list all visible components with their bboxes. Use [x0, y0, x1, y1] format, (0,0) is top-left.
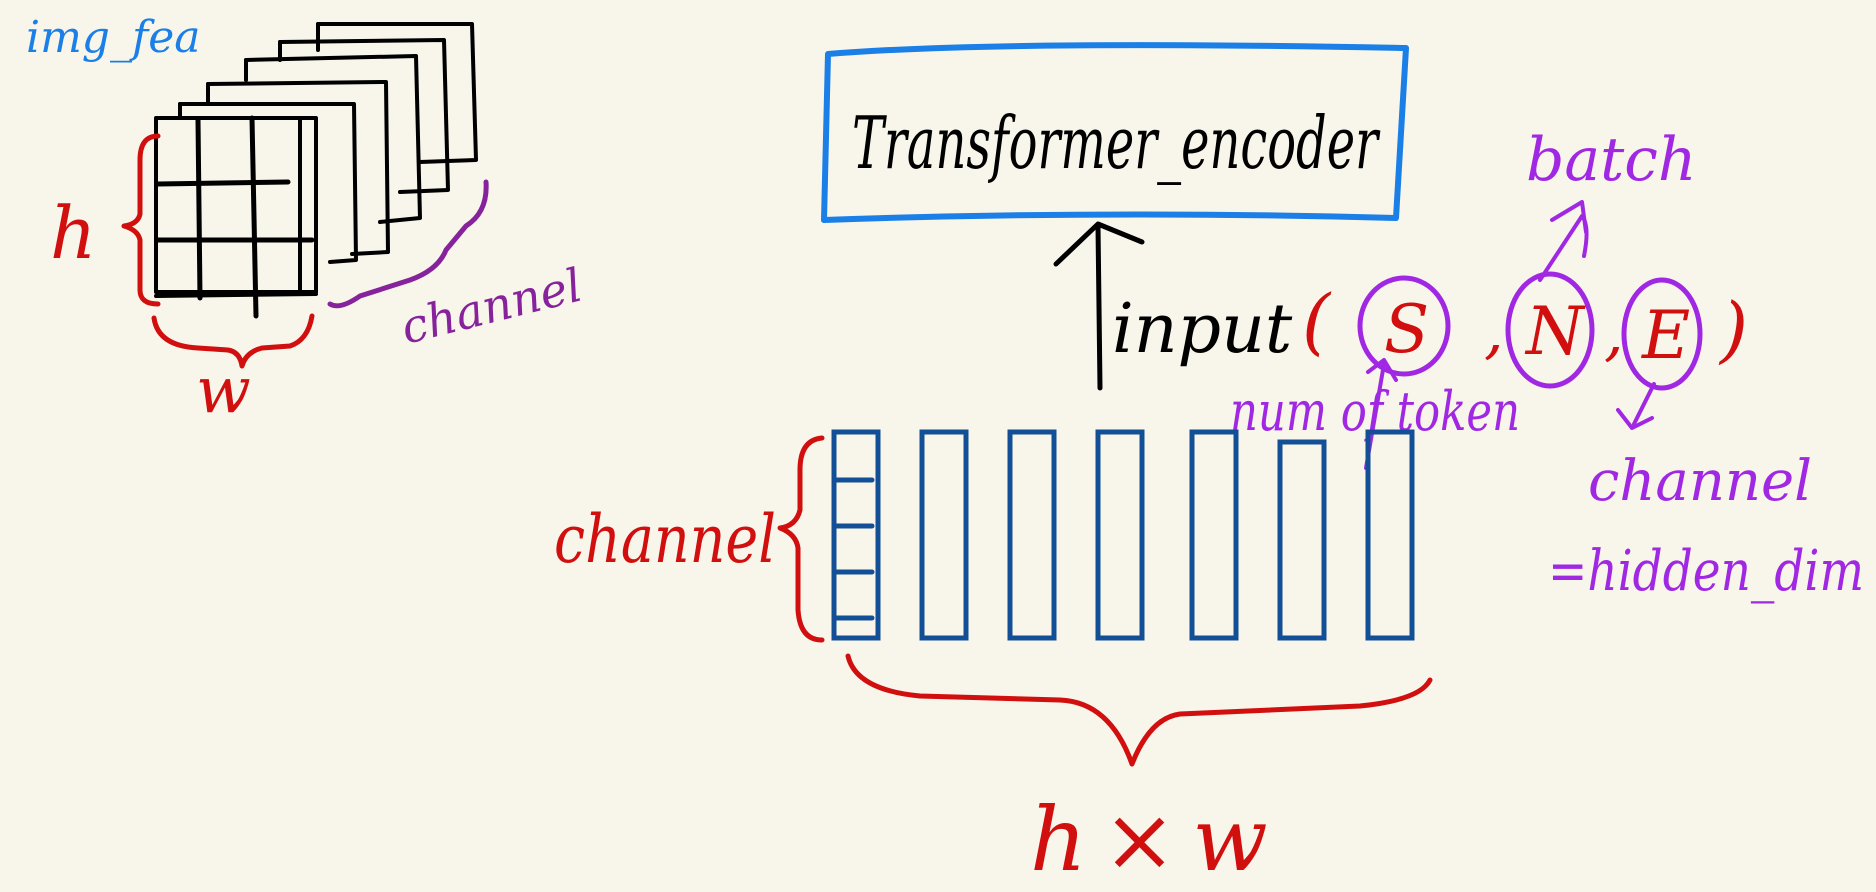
encoder-title: Transformer_encoder	[852, 101, 1380, 185]
feature-map-stack	[154, 22, 478, 319]
tuple-comma-2: ,	[1604, 296, 1624, 369]
channel-tokens-label: channel	[554, 501, 776, 578]
n-circle	[1505, 271, 1595, 389]
h-brace-left	[121, 133, 161, 307]
token-column	[1095, 429, 1145, 641]
grid-line-h1	[155, 179, 291, 187]
channel-stack-brace	[327, 179, 489, 309]
e-circle	[1621, 277, 1703, 391]
hidden-dim-label: =hidden_dim	[1548, 539, 1864, 604]
channel-tokens-brace	[777, 435, 825, 643]
tuple-s: S	[1384, 291, 1429, 368]
feature-layer-2	[178, 102, 358, 264]
hxw-label: h×w	[1030, 788, 1284, 891]
w-label-left: w	[196, 354, 251, 428]
img-fea-label: img_fea	[26, 12, 201, 63]
token-column	[1365, 429, 1415, 641]
grid-line-v2	[249, 115, 259, 319]
w-brace	[151, 313, 315, 369]
token-column	[831, 429, 881, 641]
token-column	[1007, 429, 1057, 641]
input-label: input	[1112, 290, 1293, 369]
feature-layer-5	[278, 38, 450, 194]
tuple-close-paren: )	[1718, 287, 1748, 371]
s-circle	[1357, 275, 1451, 377]
tuple-open-paren: (	[1302, 279, 1332, 363]
token-column	[919, 429, 969, 641]
token-columns	[831, 429, 1415, 641]
tuple-comma-1: ,	[1484, 294, 1504, 367]
feature-layer-3	[206, 80, 390, 256]
channel-right-arrow	[1616, 382, 1656, 430]
token-column	[1277, 439, 1327, 641]
feature-grid-front	[154, 116, 318, 294]
feature-layer-6	[316, 22, 478, 164]
channel-right-label: channel	[1588, 449, 1812, 514]
feature-layer-4	[244, 54, 422, 224]
encoder-box	[821, 42, 1409, 223]
tuple-n: N	[1524, 293, 1586, 370]
grid-line-v1	[195, 117, 203, 301]
h-label-left: h	[50, 191, 96, 275]
hxw-brace	[845, 653, 1433, 767]
batch-arrow	[1538, 200, 1589, 282]
grid-line-h3	[154, 292, 318, 298]
batch-label: batch	[1526, 125, 1697, 195]
input-arrow	[1053, 221, 1145, 391]
token-column	[1189, 429, 1239, 641]
tuple-e: E	[1641, 297, 1690, 374]
